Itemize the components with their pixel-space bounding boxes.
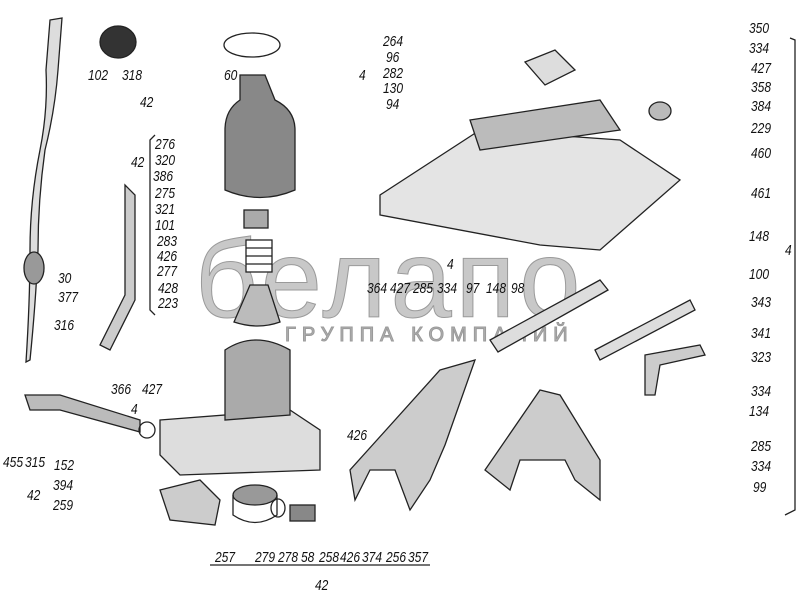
shift-shaft <box>24 394 141 433</box>
bushing <box>243 209 269 229</box>
bracket <box>159 479 221 526</box>
part-label: 426 <box>347 427 368 444</box>
part-label: 315 <box>25 454 46 471</box>
knob <box>99 25 137 59</box>
part-label: 341 <box>751 325 772 342</box>
part-label: 343 <box>751 294 772 311</box>
part-label: 99 <box>753 479 767 496</box>
part-label: 285 <box>751 438 772 455</box>
group-label: 4 <box>131 401 138 418</box>
part-label: 334 <box>751 383 772 400</box>
part-label: 364 <box>367 280 388 297</box>
rubber-boot <box>224 74 296 199</box>
part-label: 323 <box>751 349 772 366</box>
part-label: 259 <box>53 497 74 514</box>
part-label: 58 <box>301 549 315 566</box>
part-label: 97 <box>466 280 480 297</box>
part-label: 229 <box>751 120 772 137</box>
part-label: 426 <box>340 549 361 566</box>
group-label: 42 <box>315 577 329 594</box>
part-label: 101 <box>155 217 176 234</box>
part-label: 428 <box>158 280 179 297</box>
part-label: 278 <box>278 549 299 566</box>
part-label: 275 <box>155 185 176 202</box>
part-label: 276 <box>155 136 176 153</box>
bent-rod <box>644 344 706 396</box>
shift-fork-right <box>484 389 601 502</box>
part-label: 334 <box>437 280 458 297</box>
part-label: 377 <box>58 289 79 306</box>
part-label: 257 <box>215 549 236 566</box>
part-label: 384 <box>751 98 772 115</box>
l-rod <box>99 183 136 351</box>
gearbox-cover <box>379 129 682 251</box>
part-label: 223 <box>158 295 179 312</box>
part-label: 279 <box>255 549 276 566</box>
part-label: 320 <box>155 152 176 169</box>
part-label: 285 <box>413 280 434 297</box>
part-label: 427 <box>751 60 772 77</box>
part-label: 366 <box>111 381 132 398</box>
part-label: 282 <box>383 65 404 82</box>
group-label: 4 <box>447 256 454 273</box>
part-label: 134 <box>749 403 770 420</box>
lower-housing <box>159 409 321 476</box>
gear-lever <box>25 17 63 364</box>
part-label: 334 <box>751 458 772 475</box>
switch <box>289 504 316 522</box>
left-bracket <box>149 134 156 316</box>
part-label: 455 <box>3 454 24 471</box>
part-label: 321 <box>155 201 176 218</box>
plug <box>648 101 672 121</box>
part-label: 386 <box>153 168 174 185</box>
part-label: 148 <box>749 228 770 245</box>
part-label: 394 <box>53 477 74 494</box>
group-label: 42 <box>27 487 41 504</box>
lever-ball <box>23 251 45 285</box>
cone-boot <box>233 284 281 327</box>
group-label: 4 <box>785 242 792 259</box>
top-plate <box>523 49 577 86</box>
part-label: 96 <box>386 49 400 66</box>
part-label: 318 <box>122 67 143 84</box>
group-label: 42 <box>131 154 145 171</box>
part-label: 357 <box>408 549 429 566</box>
part-label: 256 <box>386 549 407 566</box>
part-label: 130 <box>383 80 404 97</box>
part-label: 426 <box>157 248 178 265</box>
part-label: 460 <box>751 145 772 162</box>
part-label: 148 <box>486 280 507 297</box>
part-label: 374 <box>362 549 383 566</box>
part-label: 277 <box>157 263 178 280</box>
collar <box>232 484 278 506</box>
shift-rod-1 <box>489 279 609 353</box>
part-label: 334 <box>749 40 770 57</box>
part-label: 30 <box>58 270 72 287</box>
clamp-ring <box>223 32 281 58</box>
shift-fork-left <box>349 359 477 512</box>
part-label: 258 <box>319 549 340 566</box>
part-label: 358 <box>751 79 772 96</box>
part-label: 60 <box>224 67 238 84</box>
part-label: 316 <box>54 317 75 334</box>
group-label: 42 <box>140 94 154 111</box>
part-label: 152 <box>54 457 75 474</box>
part-label: 350 <box>749 20 770 37</box>
part-label: 94 <box>386 96 400 113</box>
right-bracket <box>784 37 796 516</box>
part-label: 100 <box>749 266 770 283</box>
part-label: 427 <box>142 381 163 398</box>
shift-rod-2 <box>594 299 696 361</box>
part-label: 283 <box>157 233 178 250</box>
part-label: 427 <box>390 280 411 297</box>
group-label: 4 <box>359 67 366 84</box>
part-label: 264 <box>383 33 404 50</box>
part-label: 102 <box>88 67 109 84</box>
part-label: 98 <box>511 280 525 297</box>
part-label: 461 <box>751 185 772 202</box>
